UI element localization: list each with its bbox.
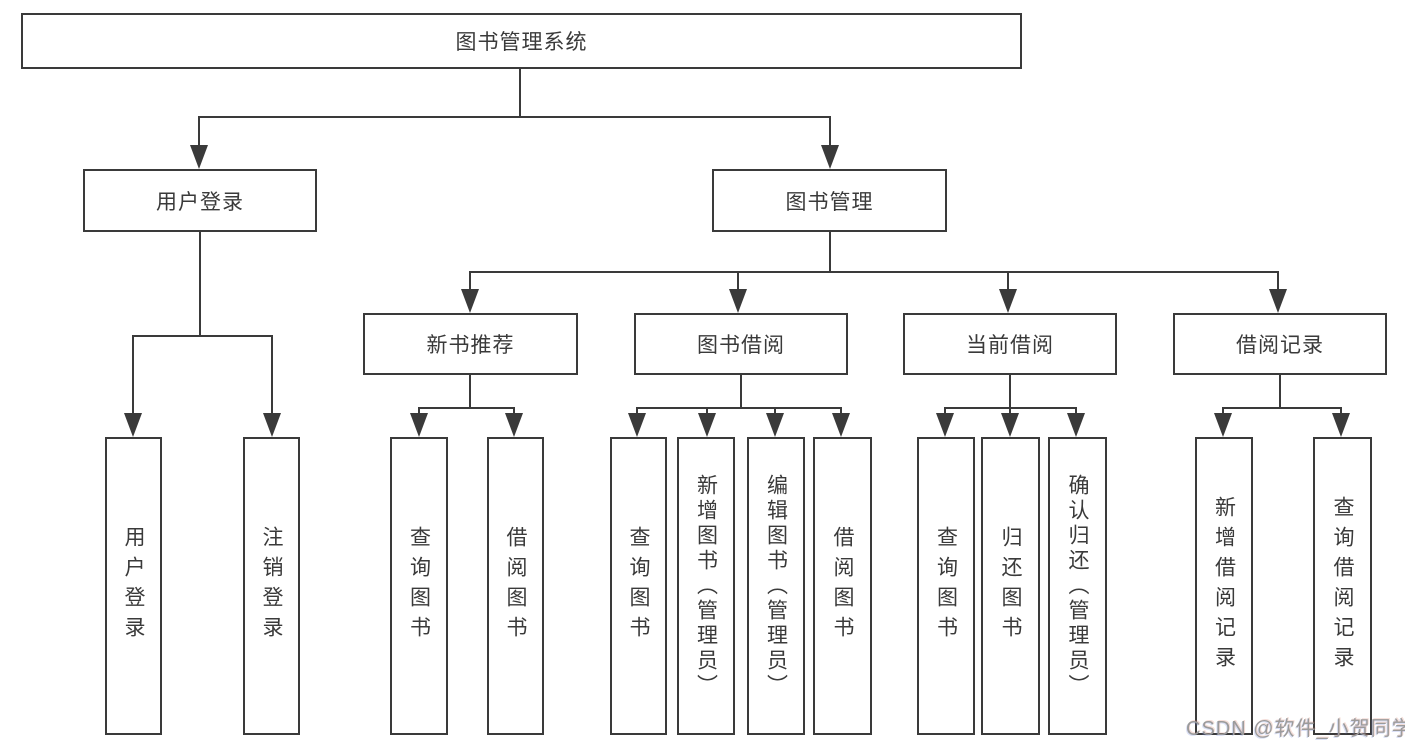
- node-book-borrowing: 图书借阅: [634, 313, 848, 375]
- connector-book-mgmt-stem: [829, 232, 831, 273]
- arrow-down-leaf: [936, 407, 954, 437]
- leaf-label: 借阅图书: [831, 526, 854, 646]
- leaf-user-login: 用户登录: [105, 437, 162, 735]
- leaf-logout: 注销登录: [243, 437, 300, 735]
- node-label: 新书推荐: [426, 334, 515, 357]
- node-label: 借阅记录: [1236, 334, 1324, 357]
- node-label: 用户登录: [156, 190, 244, 214]
- arrow-down-to-records: [1269, 271, 1287, 313]
- connector-new-books-stem: [469, 375, 471, 409]
- node-book-management: 图书管理: [712, 169, 947, 232]
- leaf-label: 注销登录: [260, 526, 283, 646]
- connector-user-login-stem: [199, 232, 201, 337]
- connector-root-stem: [519, 69, 521, 118]
- connector-root-bus: [198, 116, 831, 118]
- node-label: 图书管理: [785, 190, 874, 214]
- leaf-borrow-books-1: 借阅图书: [487, 437, 544, 735]
- leaf-query-borrow-record: 查询借阅记录: [1313, 437, 1372, 735]
- arrow-down-to-current: [999, 271, 1017, 313]
- leaf-label: 用户登录: [122, 526, 145, 646]
- connector-user-login-bus: [132, 335, 273, 337]
- arrow-down-leaf: [698, 407, 716, 437]
- node-label: 当前借阅: [966, 334, 1054, 357]
- leaf-query-books-2: 查询图书: [610, 437, 667, 735]
- arrow-down-to-book-borrow: [729, 271, 747, 313]
- arrow-down-leaf: [628, 407, 646, 437]
- arrow-down-leaf: [1001, 407, 1019, 437]
- arrow-down-leaf: [263, 335, 281, 437]
- arrow-down-leaf: [124, 335, 142, 437]
- arrow-down-leaf: [410, 407, 428, 437]
- connector-records-bus: [1222, 407, 1342, 409]
- leaf-label: 查询借阅记录: [1331, 496, 1354, 676]
- connector-book-mgmt-bus: [469, 271, 1279, 273]
- connector-book-borrow-stem: [740, 375, 742, 409]
- arrow-down-to-book-mgmt: [821, 116, 839, 169]
- node-root-label: 图书管理系统: [455, 31, 588, 54]
- leaf-label: 归还图书: [999, 526, 1022, 646]
- arrow-down-to-new-books: [461, 271, 479, 313]
- node-borrowing-records: 借阅记录: [1173, 313, 1387, 375]
- arrow-down-leaf: [1067, 407, 1085, 437]
- leaf-label: 查询图书: [627, 526, 650, 646]
- leaf-label: 新增图书（管理员）: [694, 473, 718, 699]
- leaf-label: 确认归还（管理员）: [1066, 473, 1089, 699]
- leaf-add-book-admin: 新增图书（管理员）: [677, 437, 735, 735]
- leaf-edit-book-admin: 编辑图书（管理员）: [747, 437, 805, 735]
- arrow-down-leaf: [1332, 407, 1350, 437]
- arrow-down-leaf: [505, 407, 523, 437]
- leaf-label: 查询图书: [934, 526, 958, 646]
- arrow-down-to-user-login: [190, 116, 208, 169]
- connector-book-borrow-bus: [636, 407, 842, 409]
- leaf-borrow-books-2: 借阅图书: [813, 437, 872, 735]
- arrow-down-leaf: [832, 407, 850, 437]
- leaf-query-books-3: 查询图书: [917, 437, 975, 735]
- leaf-query-books-1: 查询图书: [390, 437, 448, 735]
- leaf-label: 查询图书: [407, 526, 431, 646]
- leaf-label: 编辑图书（管理员）: [764, 473, 788, 699]
- connector-new-books-bus: [418, 407, 515, 409]
- node-user-login: 用户登录: [83, 169, 317, 232]
- leaf-confirm-return-admin: 确认归还（管理员）: [1048, 437, 1107, 735]
- leaf-label: 借阅图书: [504, 526, 527, 646]
- watermark: CSDN @软件_小贺同学: [1186, 718, 1405, 740]
- node-label: 图书借阅: [697, 334, 785, 357]
- leaf-add-borrow-record: 新增借阅记录: [1195, 437, 1253, 735]
- connector-current-stem: [1009, 375, 1011, 409]
- arrow-down-leaf: [766, 407, 784, 437]
- leaf-label: 新增借阅记录: [1212, 496, 1236, 676]
- leaf-return-books: 归还图书: [981, 437, 1040, 735]
- node-current-borrowing: 当前借阅: [903, 313, 1117, 375]
- node-root: 图书管理系统: [21, 13, 1022, 69]
- arrow-down-leaf: [1214, 407, 1232, 437]
- connector-records-stem: [1279, 375, 1281, 409]
- node-new-book-recommend: 新书推荐: [363, 313, 578, 375]
